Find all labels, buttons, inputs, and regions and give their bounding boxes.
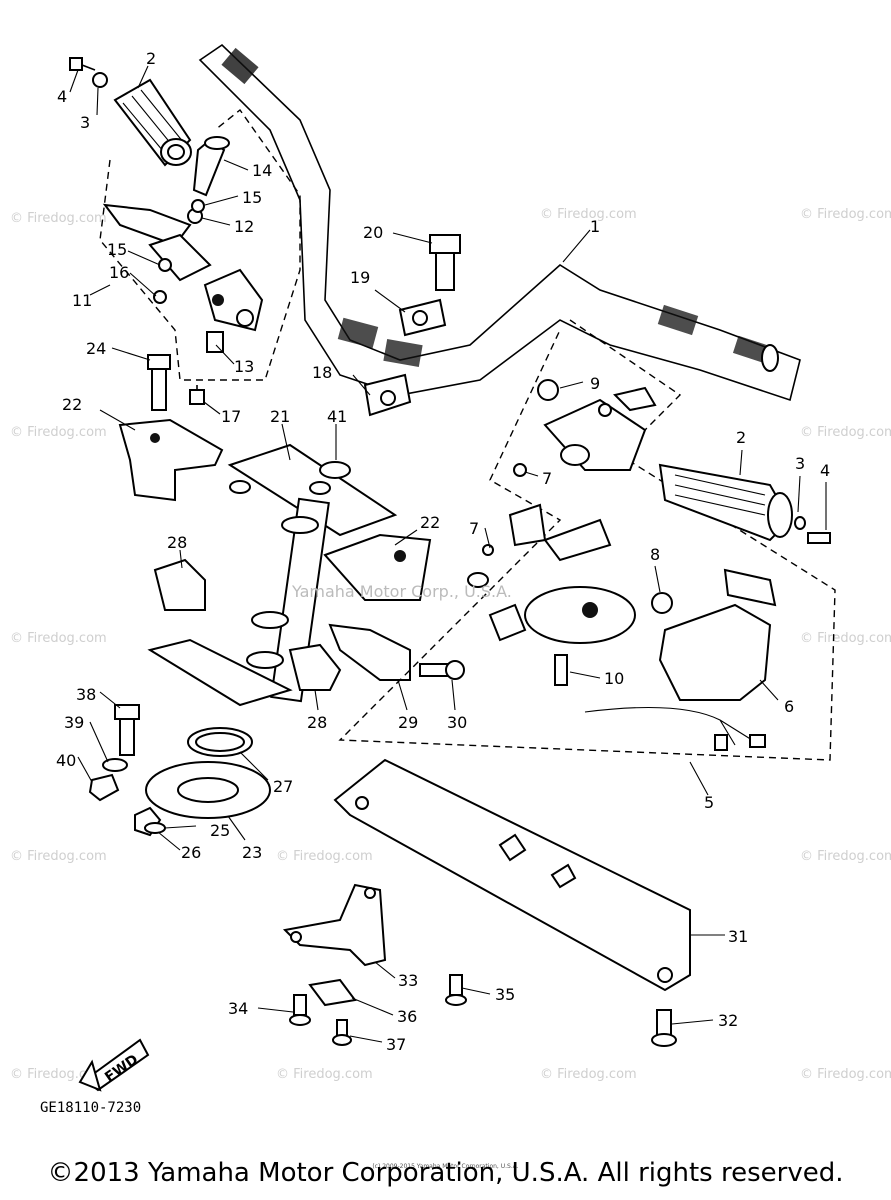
- bracket-33: [282, 883, 467, 1046]
- callout-26: 26: [181, 843, 201, 862]
- callout-7: 7: [542, 469, 552, 488]
- callout-1: 1: [590, 217, 600, 236]
- callout-11: 11: [72, 291, 92, 310]
- callout-22b: 22: [420, 513, 440, 532]
- callout-38: 38: [76, 685, 96, 704]
- callout-16: 16: [109, 263, 129, 282]
- callout-25: 25: [210, 821, 230, 840]
- right-switch-assembly: [338, 319, 836, 761]
- watermark-layer: © Firedog.com © Firedog.com © Firedog.co…: [10, 207, 891, 1082]
- callout-39: 39: [64, 713, 84, 732]
- watermark-text: © Firedog.com: [10, 211, 107, 226]
- watermark-text: © Firedog.com: [800, 207, 891, 222]
- callout-29: 29: [398, 713, 418, 732]
- callout-31: 31: [728, 927, 748, 946]
- callout-27: 27: [273, 777, 293, 796]
- callout-10: 10: [604, 669, 624, 688]
- callout-17: 17: [221, 407, 241, 426]
- diagram-code: GE18110-7230: [40, 1100, 142, 1116]
- left-switch-assembly: [99, 108, 301, 381]
- watermark-text: © Firedog.com: [540, 1067, 637, 1082]
- callout-12: 12: [234, 217, 254, 236]
- callout-6: 6: [784, 697, 794, 716]
- bolt-24: [147, 354, 205, 411]
- callout-8: 8: [650, 545, 660, 564]
- watermark-text: © Firedog.com: [800, 1067, 891, 1082]
- callout-40: 40: [56, 751, 76, 770]
- callout-21: 21: [270, 407, 290, 426]
- callout-2b: 2: [736, 428, 746, 447]
- callout-4: 4: [57, 87, 67, 106]
- callout-23: 23: [242, 843, 262, 862]
- callout-37: 37: [386, 1035, 406, 1054]
- watermark-text: © Firedog.com: [10, 849, 107, 864]
- callout-18: 18: [312, 363, 332, 382]
- copyright-footer: ©2013 Yamaha Motor Corporation, U.S.A. A…: [47, 1158, 844, 1188]
- callout-32: 32: [718, 1011, 738, 1030]
- callout-3b: 3: [795, 454, 805, 473]
- left-grip: [69, 57, 192, 167]
- callout-41: 41: [327, 407, 347, 426]
- watermark-text: © Firedog.com: [540, 207, 637, 222]
- callout-19: 19: [350, 268, 370, 287]
- callout-24: 24: [86, 339, 106, 358]
- watermark-text: © Firedog.com: [800, 425, 891, 440]
- steering-column: [118, 418, 432, 707]
- callout-3: 3: [80, 113, 90, 132]
- callout-28b: 28: [307, 713, 327, 732]
- callout-35: 35: [495, 985, 515, 1004]
- callout-20: 20: [363, 223, 383, 242]
- lower-fasteners: [88, 660, 465, 837]
- callout-15b: 15: [107, 240, 127, 259]
- callout-labels: 2 3 4 14 15 12 15 16 11 13 17 24 22 18 1…: [56, 49, 830, 1054]
- skid-plate: [333, 758, 691, 1047]
- callout-36: 36: [397, 1007, 417, 1026]
- fwd-arrow-icon: FWD: [78, 1038, 150, 1092]
- callout-9: 9: [590, 374, 600, 393]
- watermark-text: © Firedog.com: [10, 425, 107, 440]
- callout-15: 15: [242, 188, 262, 207]
- handlebar: [198, 43, 801, 402]
- callout-33: 33: [398, 971, 418, 990]
- fine-print: (c) 2009-2015 Yamaha Motor Corporation, …: [372, 1163, 519, 1170]
- handlebar-clamps: [363, 234, 461, 417]
- callout-4b: 4: [820, 461, 830, 480]
- watermark-text: © Firedog.com: [276, 1067, 373, 1082]
- center-watermark: Yamaha Motor Corp., U.S.A.: [292, 582, 512, 601]
- callout-34: 34: [228, 999, 248, 1018]
- callout-30: 30: [447, 713, 467, 732]
- leader-lines: [69, 65, 827, 1043]
- callout-22: 22: [62, 395, 82, 414]
- callout-7b: 7: [469, 519, 479, 538]
- callout-14: 14: [252, 161, 272, 180]
- watermark-text: © Firedog.com: [10, 631, 107, 646]
- callout-2: 2: [146, 49, 156, 68]
- watermark-text: © Firedog.com: [800, 631, 891, 646]
- watermark-text: © Firedog.com: [276, 849, 373, 864]
- callout-5: 5: [704, 793, 714, 812]
- watermark-text: © Firedog.com: [800, 849, 891, 864]
- callout-13: 13: [234, 357, 254, 376]
- callout-28: 28: [167, 533, 187, 552]
